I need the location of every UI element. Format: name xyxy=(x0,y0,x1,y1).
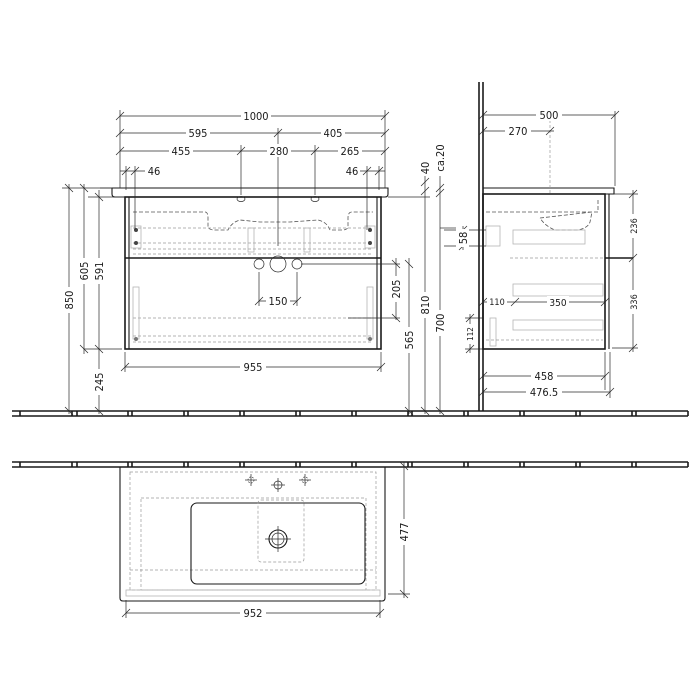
dim-cabinet-height: 591 xyxy=(93,262,106,281)
side-view xyxy=(478,82,633,411)
top-dimensions xyxy=(121,461,410,618)
dim-floor-clearance: 245 xyxy=(93,373,106,392)
dim-side-drawer-offset: 58 xyxy=(457,232,470,245)
tap-hole-symbols xyxy=(245,474,311,492)
dim-upper-to-top: 605 xyxy=(78,262,91,281)
dim-side-lower-drawer: 336 xyxy=(630,294,640,309)
dim-tap-to-right: 265 xyxy=(341,145,360,158)
side-dimensions xyxy=(440,110,638,398)
dim-side-bottom-offset: 112 xyxy=(466,327,475,341)
top-view xyxy=(119,467,386,602)
dim-top-thickness: 40 xyxy=(419,162,432,175)
dim-tap-spacing: 280 xyxy=(270,145,289,158)
dim-top-width: 952 xyxy=(244,607,263,620)
dim-left-inset: 46 xyxy=(148,165,161,178)
dim-side-cabinet-depth: 458 xyxy=(535,370,554,383)
dim-side-total-depth: 476.5 xyxy=(530,386,558,399)
wall-line-lower xyxy=(12,461,689,468)
dim-waste-height: 565 xyxy=(403,331,416,350)
dim-side-depth-overall: 500 xyxy=(540,109,559,122)
dim-top-depth: 477 xyxy=(398,523,411,542)
dim-waste-drop: 205 xyxy=(390,280,403,299)
floor-line-upper xyxy=(12,410,689,417)
dimension-labels: 1000 595 405 455 280 265 46 46 955 150 8… xyxy=(62,108,640,620)
dim-waste-spacing: 150 xyxy=(269,295,288,308)
dim-rear-height: 700 xyxy=(434,314,447,333)
dim-cabinet-width: 955 xyxy=(244,361,263,374)
dim-side-wall-gap: 110 xyxy=(489,298,504,308)
dim-center-to-right: 405 xyxy=(324,127,343,140)
dim-side-upper-drawer: 236 xyxy=(630,218,640,233)
dim-side-tap-depth: 270 xyxy=(509,125,528,138)
dim-drawer-height: 810 xyxy=(419,296,432,315)
dim-overall-width: 1000 xyxy=(243,110,268,123)
dim-left-to-center: 595 xyxy=(189,127,208,140)
dim-left-to-tap: 455 xyxy=(172,145,191,158)
drain-symbol xyxy=(265,526,291,552)
dim-upstand: ca.20 xyxy=(434,144,447,171)
dim-right-inset: 46 xyxy=(346,165,359,178)
front-view xyxy=(100,128,430,350)
dim-side-drawer-depth: 350 xyxy=(549,298,566,309)
dim-total-height: 850 xyxy=(63,291,76,310)
